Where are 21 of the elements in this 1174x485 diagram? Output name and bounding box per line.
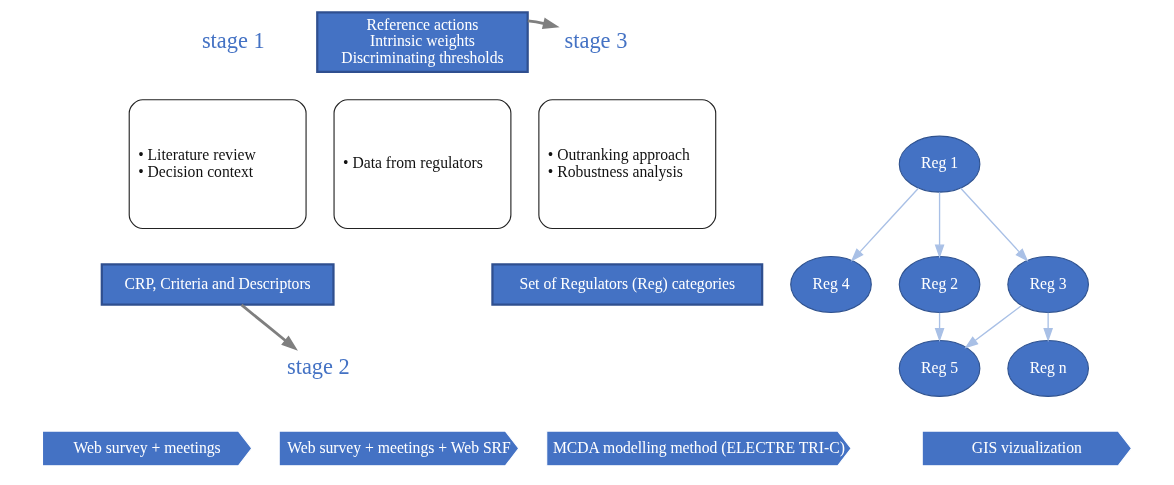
node-box: • Outranking approach • Robustness analysis: [538, 99, 717, 230]
arrow: [934, 191, 945, 259]
node-box: CRP, Criteria and Descriptors: [100, 263, 335, 306]
node-box: Reference actions Intrinsic weights Discriminating thresholds: [316, 11, 529, 73]
arrow: [964, 305, 1022, 349]
arrow: [240, 303, 298, 351]
node-ellipse: Reg 1: [898, 135, 981, 193]
arrow: [1043, 312, 1053, 342]
node-box: • Literature review • Decision context: [128, 99, 307, 230]
node-ellipse: Reg 2: [898, 255, 981, 313]
node-ellipse: Reg 4: [790, 255, 872, 313]
node-text: stage 3: [564, 27, 628, 53]
node-box: • Data from regulators: [333, 99, 512, 230]
arrow: [850, 187, 920, 262]
node-ellipse: Reg n: [1007, 339, 1089, 397]
label: stage 1: [201, 27, 265, 53]
arrow: [960, 187, 1029, 262]
node-ellipse: Reg 3: [1007, 255, 1089, 313]
node-text: stage 2: [286, 354, 350, 380]
node-box: Set of Regulators (Reg) categories: [491, 263, 764, 306]
node-ellipse: Reg 5: [898, 339, 981, 397]
